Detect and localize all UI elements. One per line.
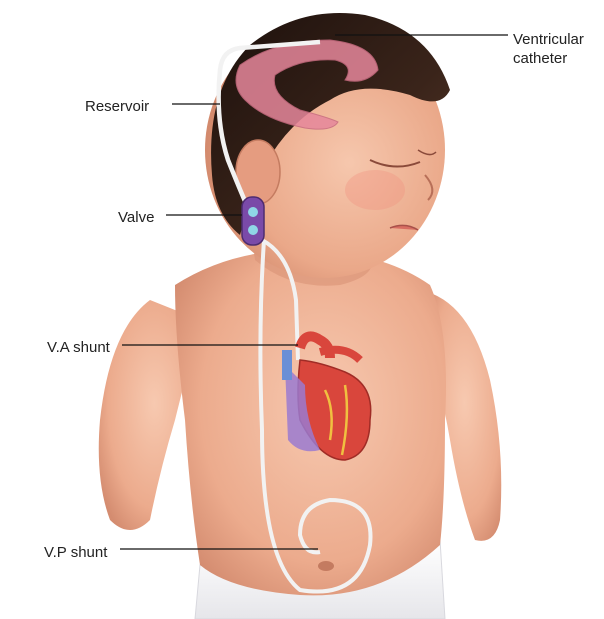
valve-device xyxy=(242,197,264,245)
va-shunt-label: V.A shunt xyxy=(47,338,110,357)
navel xyxy=(318,561,334,571)
cheek xyxy=(345,170,405,210)
valve-chamber-top xyxy=(248,207,258,217)
valve-label: Valve xyxy=(118,208,154,227)
ventricular-catheter-label: Ventricular catheter xyxy=(513,30,584,68)
valve-chamber-bottom xyxy=(248,225,258,235)
vp-shunt-label: V.P shunt xyxy=(44,543,107,562)
reservoir-label: Reservoir xyxy=(85,97,149,116)
